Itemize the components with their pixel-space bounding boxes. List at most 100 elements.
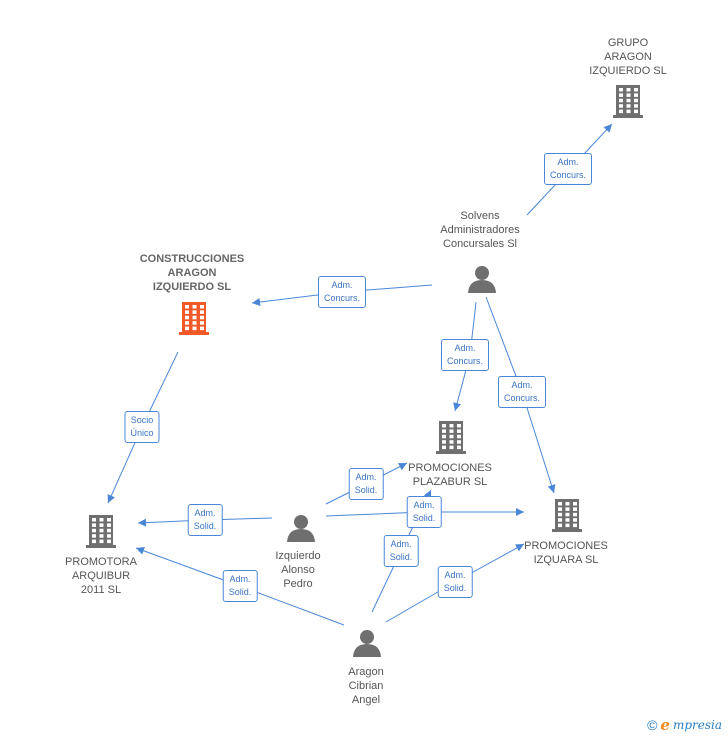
building-icon-arquibur-window (107, 534, 111, 538)
person-icon-angel-head (360, 630, 374, 644)
building-icon-plazabur-window (449, 429, 454, 433)
arrow-head-pedro-arquibur (138, 518, 147, 527)
building-icon-construcciones-window (185, 310, 189, 314)
building-icon-arquibur-window (107, 528, 111, 533)
building-icon-arquibur-window (99, 539, 104, 544)
arrow-head-solvens-grupo (603, 124, 612, 133)
building-icon-grupo-window (626, 88, 631, 92)
brand-initial: e (660, 716, 670, 734)
building-icon-construcciones-window (185, 315, 189, 320)
building-icon-grupo-window (619, 104, 623, 108)
building-icon-arquibur (86, 515, 116, 548)
building-icon-grupo-window (634, 98, 638, 103)
building-icon-construcciones-window (200, 305, 204, 309)
node-label-pedro[interactable]: Izquierdo Alonso Pedro (275, 550, 321, 590)
building-icon-construcciones-window (185, 326, 189, 331)
building-icon-arquibur-window (99, 534, 104, 538)
building-icon-arquibur-window (99, 528, 104, 533)
building-icon-plazabur-window (457, 429, 461, 433)
building-icon-plazabur-window (442, 434, 446, 439)
building-icon-plazabur-window (442, 424, 446, 428)
edge-label-solvens-grupo[interactable]: Adm. Concurs. (543, 153, 593, 185)
edge-label-angel-izquara[interactable]: Adm. Solid. (437, 566, 473, 598)
building-icon-construcciones-window (192, 315, 197, 320)
building-icon-arquibur-window (92, 518, 96, 522)
building-icon-arquibur-window (99, 523, 104, 527)
building-icon-plazabur-window (457, 424, 461, 428)
node-label-angel[interactable]: Aragon Cibrian Angel (348, 666, 384, 706)
arrow-head-angel-arquibur (136, 546, 145, 555)
edge-label-construcciones-arquibur[interactable]: Socio Único (124, 411, 160, 443)
edge-label-angel-arquibur[interactable]: Adm. Solid. (222, 570, 258, 602)
node-label-construcciones[interactable]: CONSTRUCCIONES ARAGON IZQUIERDO SL (139, 253, 245, 293)
edge-label-solvens-plazabur[interactable]: Adm. Concurs. (440, 339, 490, 371)
building-icon-izquara-window (573, 502, 577, 506)
building-icon-grupo-window (626, 109, 631, 114)
building-icon-grupo (613, 85, 643, 118)
building-icon-izquara (552, 499, 582, 532)
building-icon-izquara-window (565, 523, 570, 528)
person-icon-pedro-head (294, 515, 308, 529)
edge-label-pedro-arquibur[interactable]: Adm. Solid. (187, 504, 223, 536)
edge-label-angel-plazabur[interactable]: Adm. Solid. (383, 535, 419, 567)
building-icon-grupo-window (634, 109, 638, 114)
building-icon-grupo-window (619, 98, 623, 103)
arrow-head-pedro-izquara (516, 508, 524, 516)
building-icon-izquara-window (573, 507, 577, 511)
building-icon-grupo-window (634, 93, 638, 97)
building-icon-plazabur-window (449, 434, 454, 439)
building-icon-arquibur-window (92, 528, 96, 533)
copyright-symbol: © (647, 717, 658, 733)
building-icon-izquara-window (558, 502, 562, 506)
building-icon-grupo-window (634, 88, 638, 92)
building-icon-izquara-window (573, 518, 577, 522)
arrow-head-pedro-plazabur (398, 463, 407, 471)
building-icon-plazabur-window (457, 434, 461, 439)
person-icon-solvens-head (475, 266, 489, 280)
building-icon-izquara-window (558, 507, 562, 511)
building-icon-plazabur-window (449, 440, 454, 444)
building-icon-plazabur-window (457, 445, 461, 450)
arrow-head-construcciones-arquibur (107, 494, 115, 503)
building-icon-grupo-window (626, 98, 631, 103)
building-icon-plazabur-window (449, 445, 454, 450)
building-icon-grupo-window (634, 104, 638, 108)
building-icon-izquara-window (558, 523, 562, 528)
building-icon-izquara-window (573, 523, 577, 528)
building-icon-izquara-window (565, 512, 570, 517)
building-icon-construcciones-window (192, 305, 197, 309)
building-icon-construcciones-window (185, 305, 189, 309)
building-icon-arquibur-window (92, 523, 96, 527)
person-icon-pedro-body (287, 529, 315, 542)
edge-label-solvens-izquara[interactable]: Adm. Concurs. (497, 376, 547, 408)
edge-label-pedro-plazabur[interactable]: Adm. Solid. (348, 468, 384, 500)
building-icon-grupo-window (619, 88, 623, 92)
arrow-head-solvens-plazabur (453, 402, 461, 411)
node-label-plazabur[interactable]: PROMOCIONES PLAZABUR SL (408, 462, 492, 488)
building-icon-arquibur-window (92, 539, 96, 544)
person-icon-pedro (287, 515, 315, 542)
node-label-solvens[interactable]: Solvens Administradores Concursales Sl (440, 210, 520, 250)
arrow-head-solvens-izquara (547, 484, 556, 493)
building-icon-construcciones (179, 302, 209, 335)
building-icon-construcciones-window (192, 321, 197, 325)
edge-label-pedro-izquara[interactable]: Adm. Solid. (406, 496, 442, 528)
building-icon-izquara-window (565, 518, 570, 522)
person-icon-solvens (468, 266, 496, 293)
building-icon-plazabur-window (457, 440, 461, 444)
building-icon-plazabur-window (442, 445, 446, 450)
building-icon-construcciones-window (200, 310, 204, 314)
node-label-izquara[interactable]: PROMOCIONES IZQUARA SL (524, 540, 608, 566)
person-icon-angel-body (353, 644, 381, 657)
arrow-head-solvens-construcciones (252, 298, 261, 306)
node-label-grupo[interactable]: GRUPO ARAGON IZQUIERDO SL (589, 37, 667, 77)
arrow-head-angel-izquara (515, 544, 524, 552)
building-icon-grupo-window (626, 93, 631, 97)
edge-label-solvens-construcciones[interactable]: Adm. Concurs. (317, 276, 367, 308)
building-icon-izquara-window (565, 502, 570, 506)
building-icon-arquibur-window (107, 518, 111, 522)
node-label-arquibur[interactable]: PROMOTORA ARQUIBUR 2011 SL (65, 556, 137, 596)
building-icon-plazabur (436, 421, 466, 454)
